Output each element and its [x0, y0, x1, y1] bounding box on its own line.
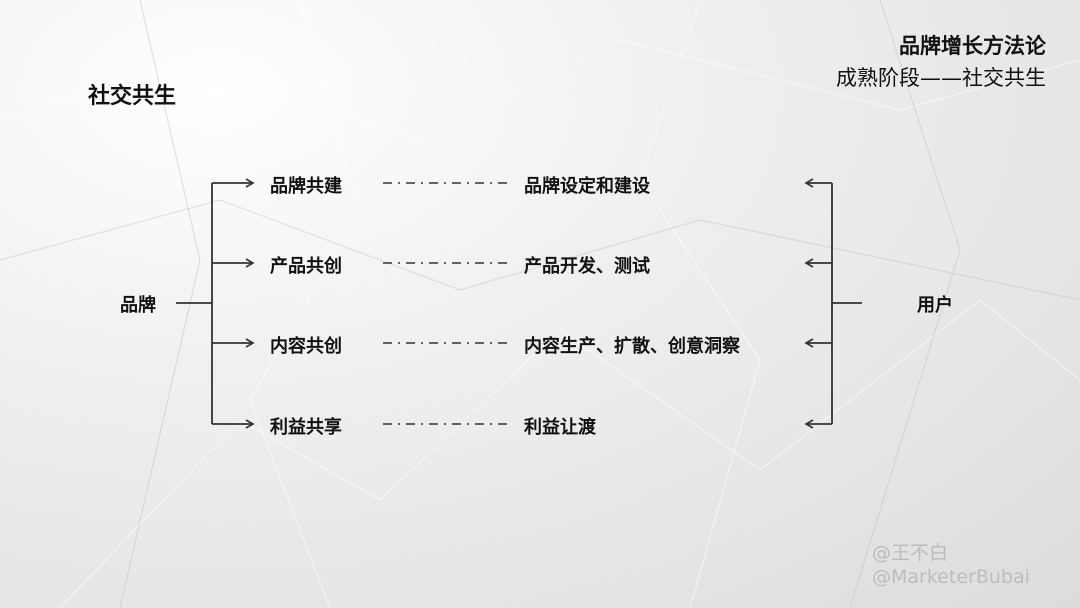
row-right-label: 内容生产、扩散、创意洞察 [524, 336, 740, 357]
brand-node: 品牌 [120, 295, 156, 316]
row-left-label: 品牌共建 [270, 176, 342, 197]
row-right-label: 利益让渡 [524, 417, 596, 438]
row-left-label: 内容共创 [270, 336, 342, 357]
watermark-line-1: @王不白 [872, 542, 949, 564]
page-title: 品牌增长方法论 [899, 34, 1046, 58]
user-node: 用户 [917, 295, 953, 316]
row-left-label: 产品共创 [270, 256, 342, 277]
row-right-label: 品牌设定和建设 [524, 176, 650, 197]
row-left-label: 利益共享 [270, 417, 342, 438]
row-right-label: 产品开发、测试 [524, 256, 650, 277]
page-subtitle: 成熟阶段——社交共生 [836, 66, 1046, 90]
watermark-line-2: @MarketerBubai [872, 566, 1030, 588]
section-title: 社交共生 [88, 84, 177, 109]
